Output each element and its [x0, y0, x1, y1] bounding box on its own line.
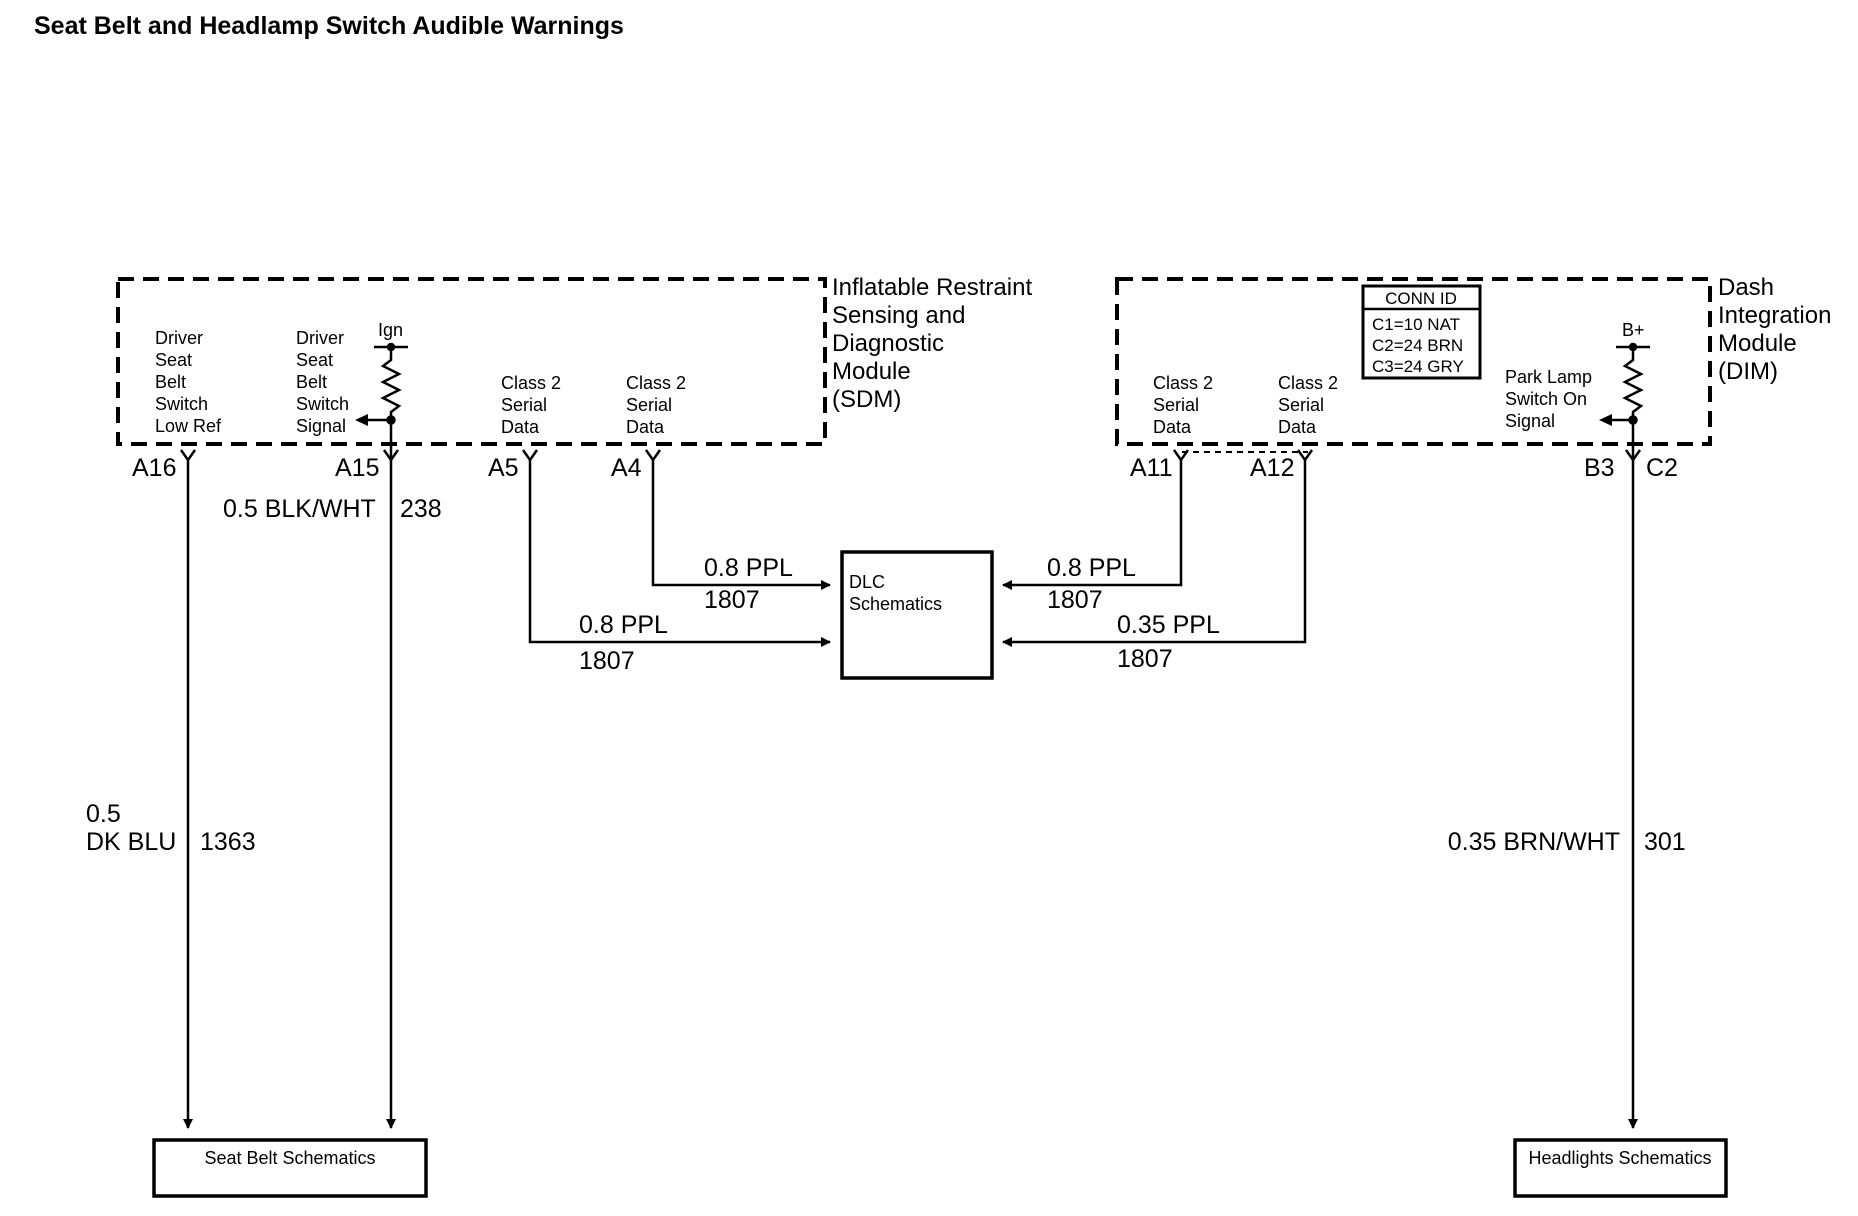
wire-a4-gauge-label: 0.8 PPL	[704, 554, 793, 582]
headlights-schematics-box: Headlights Schematics	[1513, 1138, 1728, 1198]
svg-text:Driver: Driver	[296, 328, 344, 348]
pin-connectors	[179, 449, 1642, 463]
svg-text:Serial: Serial	[501, 395, 547, 415]
svg-text:Switch On: Switch On	[1505, 389, 1587, 409]
svg-text:Integration: Integration	[1718, 302, 1831, 329]
svg-text:Signal: Signal	[296, 416, 346, 436]
sdm-module-name: Inflatable Restraint Sensing and Diagnos…	[832, 274, 1032, 413]
dim-class2-a12-label: Class 2 Serial Data	[1278, 373, 1338, 437]
svg-text:Class 2: Class 2	[1153, 373, 1213, 393]
diagram-title: Seat Belt and Headlamp Switch Audible Wa…	[34, 12, 624, 40]
svg-text:Class 2: Class 2	[626, 373, 686, 393]
sdm-module-outline	[116, 277, 827, 446]
svg-text:Diagnostic: Diagnostic	[832, 330, 944, 357]
svg-text:Driver: Driver	[155, 328, 203, 348]
wire-a5-gauge-label: 0.8 PPL	[579, 611, 668, 639]
seat-belt-schematics-box: Seat Belt Schematics	[152, 1138, 428, 1198]
svg-text:Data: Data	[1278, 417, 1317, 437]
b-plus-label: B+	[1622, 320, 1645, 340]
svg-text:(DIM): (DIM)	[1718, 358, 1778, 385]
svg-text:Schematics: Schematics	[849, 594, 942, 614]
svg-text:(SDM): (SDM)	[832, 386, 901, 413]
svg-text:Serial: Serial	[1278, 395, 1324, 415]
svg-text:Inflatable Restraint: Inflatable Restraint	[832, 274, 1032, 301]
svg-text:Switch: Switch	[296, 394, 349, 414]
pin-a12-label: A12	[1250, 454, 1294, 482]
wire-a12-gauge-label: 0.35 PPL	[1117, 611, 1220, 639]
svg-text:CONN ID: CONN ID	[1385, 289, 1457, 308]
svg-text:Data: Data	[626, 417, 665, 437]
wire-a15-circuit-label: 238	[400, 495, 442, 523]
wire-a12	[1002, 460, 1307, 647]
dim-module-name: Dash Integration Module (DIM)	[1718, 274, 1831, 385]
svg-text:Class 2: Class 2	[501, 373, 561, 393]
park-lamp-switch-on-signal-label: Park Lamp Switch On Signal	[1505, 367, 1592, 431]
wire-a16-color-label: DK BLU	[86, 828, 176, 856]
svg-text:Data: Data	[1153, 417, 1192, 437]
pin-b3-label: B3	[1584, 454, 1615, 482]
svg-text:Switch: Switch	[155, 394, 208, 414]
pin-a5-label: A5	[488, 454, 519, 482]
pin-a15-label: A15	[335, 454, 379, 482]
dlc-schematics-box: DLC Schematics	[840, 550, 994, 680]
svg-text:Class 2: Class 2	[1278, 373, 1338, 393]
svg-text:DLC: DLC	[849, 572, 885, 592]
svg-text:Seat: Seat	[155, 350, 192, 370]
wire-a11-circuit-label: 1807	[1047, 586, 1103, 614]
wire-a4	[651, 460, 831, 590]
dim-module-outline	[1115, 277, 1712, 446]
svg-text:Serial: Serial	[626, 395, 672, 415]
svg-text:C2=24 BRN: C2=24 BRN	[1372, 336, 1463, 355]
svg-text:Headlights Schematics: Headlights Schematics	[1528, 1148, 1711, 1168]
wire-b3-gauge-label: 0.35 BRN/WHT	[1448, 828, 1620, 856]
svg-text:C3=24 GRY: C3=24 GRY	[1372, 357, 1464, 376]
wire-b3-circuit-label: 301	[1644, 828, 1686, 856]
svg-text:Signal: Signal	[1505, 411, 1555, 431]
wire-a5	[528, 460, 831, 647]
wire-a12-circuit-label: 1807	[1117, 645, 1173, 673]
sdm-class2-a5-label: Class 2 Serial Data	[501, 373, 561, 437]
svg-text:Belt: Belt	[296, 372, 327, 392]
svg-text:Seat Belt Schematics: Seat Belt Schematics	[204, 1148, 375, 1168]
wire-a11-gauge-label: 0.8 PPL	[1047, 554, 1136, 582]
pin-a4-label: A4	[611, 454, 642, 482]
wire-a15-gauge-label: 0.5 BLK/WHT	[223, 495, 376, 523]
dim-class2-a11-label: Class 2 Serial Data	[1153, 373, 1213, 437]
conn-id-box: CONN ID C1=10 NAT C2=24 BRN C3=24 GRY	[1361, 284, 1482, 380]
svg-text:Module: Module	[1718, 330, 1797, 357]
svg-text:Low Ref: Low Ref	[155, 416, 222, 436]
driver-seat-belt-switch-low-ref-label: Driver Seat Belt Switch Low Ref	[155, 328, 222, 436]
wire-a16-gauge-label: 0.5	[86, 800, 121, 828]
svg-text:Serial: Serial	[1153, 395, 1199, 415]
svg-text:Module: Module	[832, 358, 911, 385]
svg-text:Park Lamp: Park Lamp	[1505, 367, 1592, 387]
pin-a16-label: A16	[132, 454, 176, 482]
svg-text:Seat: Seat	[296, 350, 333, 370]
wire-a5-circuit-label: 1807	[579, 647, 635, 675]
svg-text:C1=10 NAT: C1=10 NAT	[1372, 315, 1460, 334]
driver-seat-belt-switch-signal-label: Driver Seat Belt Switch Signal	[296, 328, 349, 436]
ign-label: Ign	[378, 320, 403, 340]
wire-a4-circuit-label: 1807	[704, 586, 760, 614]
svg-text:Data: Data	[501, 417, 540, 437]
pin-a11-label: A11	[1130, 454, 1173, 482]
svg-text:Sensing and: Sensing and	[832, 302, 965, 329]
sdm-ign-resistor	[355, 342, 408, 432]
wire-a16-circuit-label: 1363	[200, 828, 256, 856]
svg-text:Belt: Belt	[155, 372, 186, 392]
sdm-class2-a4-label: Class 2 Serial Data	[626, 373, 686, 437]
dim-bplus-resistor	[1599, 342, 1650, 432]
svg-text:Dash: Dash	[1718, 274, 1774, 301]
wire-a11	[1002, 460, 1183, 590]
pin-c2-label: C2	[1646, 454, 1678, 482]
